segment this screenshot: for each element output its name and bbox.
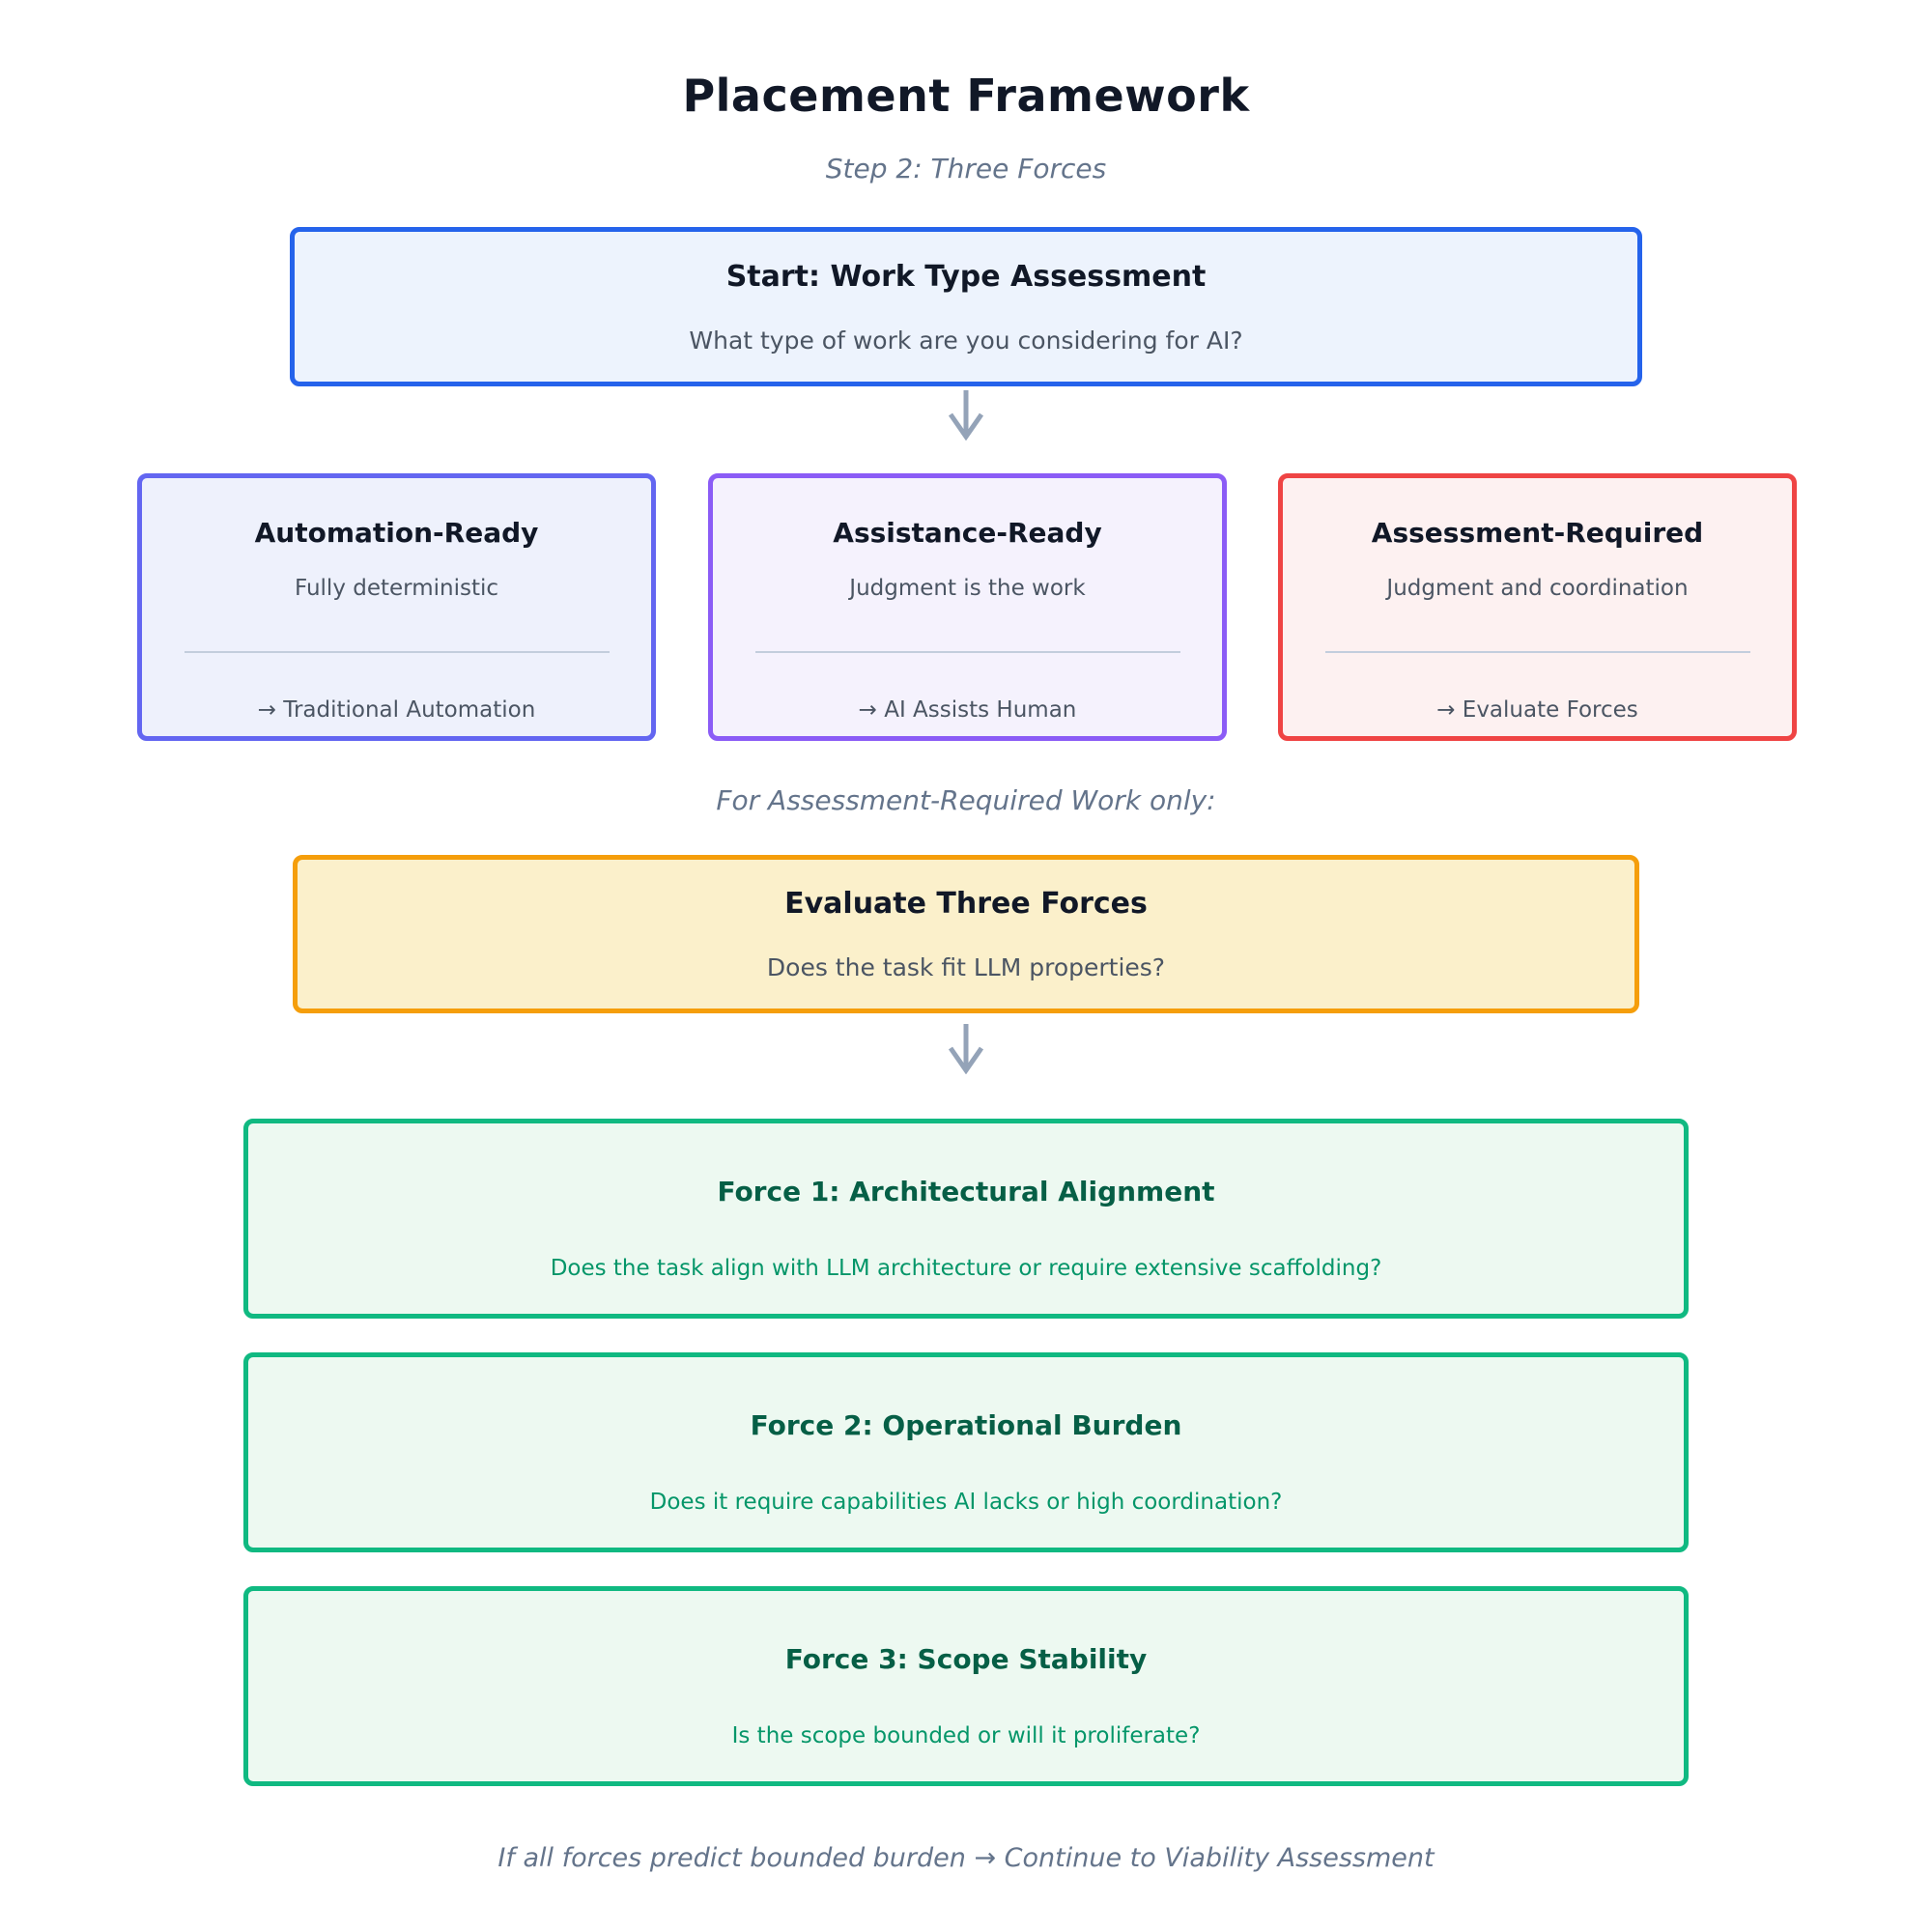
- page-title: Placement Framework: [682, 70, 1250, 122]
- work-type-title: Automation-Ready: [254, 517, 539, 549]
- divider: [1324, 651, 1750, 653]
- work-type-route: → Evaluate Forces: [1436, 697, 1638, 723]
- force-description: Does it require capabilities AI lacks or…: [649, 1490, 1283, 1515]
- down-arrow-icon: [948, 390, 984, 440]
- evaluate-forces-node: Evaluate Three Forces Does the task fit …: [293, 855, 1639, 1013]
- work-type-description: Fully deterministic: [294, 576, 499, 601]
- start-node-description: What type of work are you considering fo…: [689, 326, 1243, 355]
- force-title: Force 2: Operational Burden: [750, 1409, 1182, 1441]
- down-arrow-icon: [948, 1024, 984, 1074]
- divider: [754, 651, 1180, 653]
- page-subtitle: Step 2: Three Forces: [825, 153, 1107, 185]
- work-type-description: Judgment and coordination: [1386, 576, 1689, 601]
- evaluate-node-description: Does the task fit LLM properties?: [766, 953, 1166, 981]
- divider: [184, 651, 610, 653]
- work-type-title: Assessment-Required: [1371, 517, 1704, 549]
- assessment-required-note: For Assessment-Required Work only:: [716, 784, 1216, 816]
- force-title: Force 3: Scope Stability: [784, 1643, 1148, 1675]
- work-type-route: → AI Assists Human: [858, 697, 1077, 723]
- force-node-architectural-alignment: Force 1: Architectural Alignment Does th…: [243, 1119, 1689, 1319]
- work-type-title: Assistance-Ready: [833, 517, 1102, 549]
- force-description: Does the task align with LLM architectur…: [550, 1256, 1382, 1281]
- work-type-route: → Traditional Automation: [257, 697, 536, 723]
- work-type-node-assessment-required: Assessment-Required Judgment and coordin…: [1278, 473, 1797, 741]
- force-title: Force 1: Architectural Alignment: [717, 1176, 1215, 1208]
- start-node-title: Start: Work Type Assessment: [725, 259, 1207, 294]
- force-node-operational-burden: Force 2: Operational Burden Does it requ…: [243, 1352, 1689, 1552]
- force-description: Is the scope bounded or will it prolifer…: [731, 1723, 1201, 1748]
- work-type-node-assistance-ready: Assistance-Ready Judgment is the work → …: [708, 473, 1227, 741]
- work-type-node-automation-ready: Automation-Ready Fully deterministic → T…: [137, 473, 656, 741]
- evaluate-node-title: Evaluate Three Forces: [784, 887, 1148, 921]
- footer-note: If all forces predict bounded burden → C…: [497, 1843, 1435, 1873]
- force-node-scope-stability: Force 3: Scope Stability Is the scope bo…: [243, 1586, 1689, 1786]
- start-node: Start: Work Type Assessment What type of…: [290, 227, 1642, 386]
- work-type-description: Judgment is the work: [849, 576, 1086, 601]
